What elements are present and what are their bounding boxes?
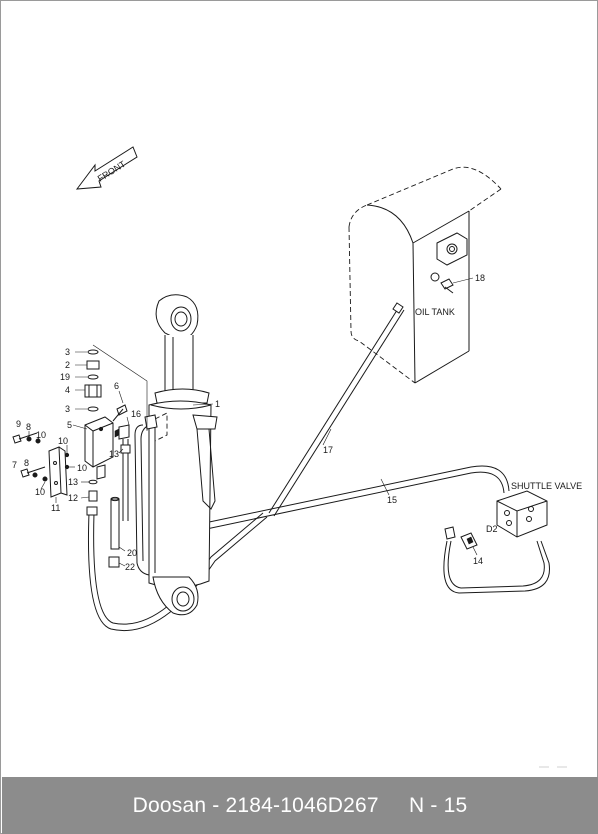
bracket-11: 11 9 8 10 7 8 10 10 10 (12, 419, 87, 513)
footer-gap (379, 794, 409, 818)
part-label-8a: 8 (26, 422, 31, 432)
port-d2-label: D2 (486, 524, 498, 534)
part-label-1: 1 (215, 399, 220, 409)
valve-block-5: 5 (67, 416, 114, 480)
part-label-8b: 8 (24, 458, 29, 468)
tank-port-block (436, 232, 468, 266)
part-label-17: 17 (323, 445, 333, 455)
part-label-7: 7 (12, 460, 17, 470)
footer-brand: Doosan (132, 793, 207, 817)
assembly-leader (92, 344, 148, 431)
lower-fittings: 13 12 (68, 477, 98, 516)
footer-page: N - 15 (408, 793, 468, 817)
part-label-20: 20 (127, 548, 137, 558)
footer-part-number: 2184-1046D267 (225, 793, 379, 817)
part-label-18: 18 (475, 273, 485, 283)
oil-tank-label: OIL TANK (415, 307, 455, 317)
oil-tank: OIL TANK 18 (348, 166, 502, 384)
part-label-14: 14 (473, 556, 483, 566)
hose-15: 15 (194, 465, 510, 532)
footer-bar: Doosan - 2184-1046D267 N - 15 (2, 777, 598, 834)
front-label: FRONT (96, 159, 128, 184)
tank-fitting-18 (430, 272, 454, 294)
part-label-13a: 13 (109, 449, 119, 459)
hydraulic-diagram: FRONT OIL TANK 18 (12, 146, 582, 768)
part-label-22: 22 (125, 562, 135, 572)
front-direction-arrow: FRONT (75, 146, 138, 190)
part-label-16: 16 (131, 409, 141, 419)
boom-cylinder: 1 (134, 294, 220, 616)
part-label-13b: 13 (68, 477, 78, 487)
part-label-3b: 3 (65, 404, 70, 414)
part-label-4: 4 (65, 385, 70, 395)
tube-20-22: 20 22 (108, 496, 137, 572)
hose-14: 14 (443, 526, 550, 594)
part-label-10a: 10 (36, 430, 46, 440)
shuttle-valve-label: SHUTTLE VALVE (511, 481, 582, 491)
part-label-12: 12 (68, 493, 78, 503)
part-label-15: 15 (387, 495, 397, 505)
part-label-10b: 10 (35, 487, 45, 497)
hose-17: 17 (268, 302, 405, 517)
part-label-3a: 3 (65, 347, 70, 357)
shuttle-valve: SHUTTLE VALVE D2 (486, 481, 582, 538)
part-label-5: 5 (67, 420, 72, 430)
fitting-stack: 3 2 19 4 3 (60, 347, 102, 414)
footer-separator: - (206, 793, 226, 817)
part-label-2: 2 (65, 360, 70, 370)
part-label-10c: 10 (58, 436, 68, 446)
part-label-10d: 10 (77, 463, 87, 473)
bolt-6-fitting-16: 6 16 13 (109, 381, 141, 521)
part-label-9: 9 (16, 419, 21, 429)
part-label-19: 19 (60, 372, 70, 382)
part-label-6: 6 (114, 381, 119, 391)
part-label-11: 11 (51, 503, 60, 513)
